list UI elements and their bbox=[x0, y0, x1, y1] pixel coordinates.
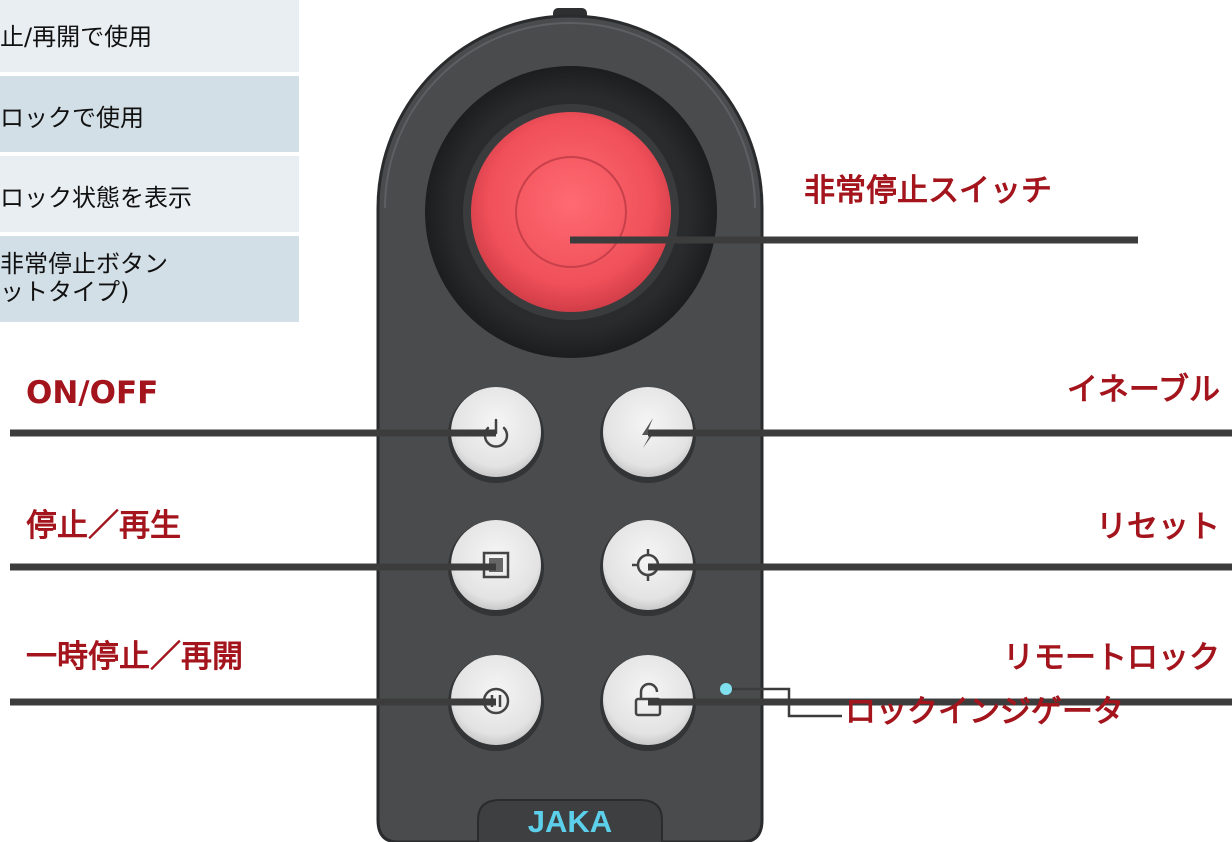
table-cell: ロック状態を表示 bbox=[0, 184, 192, 212]
brand-plate bbox=[477, 799, 663, 842]
estop-button[interactable] bbox=[471, 112, 671, 312]
label-estop-switch: 非常停止スイッチ bbox=[804, 173, 1052, 209]
label-reset: リセット bbox=[1096, 509, 1220, 545]
table-row: ロックで使用 bbox=[0, 76, 299, 154]
leader-lines bbox=[10, 236, 1232, 706]
brand-logo: JAKA bbox=[528, 804, 612, 839]
table-row: 非常停止ボタン ットタイプ) bbox=[0, 236, 299, 324]
table-cell: 止/再開で使用 bbox=[0, 23, 153, 51]
label-on-off: ON/OFF bbox=[26, 375, 159, 411]
leader-line-lock-indicator bbox=[732, 687, 842, 718]
estop-inner-ring bbox=[515, 156, 627, 268]
table-row: ロック状態を表示 bbox=[0, 156, 299, 234]
table-cell-line2: ットタイプ) bbox=[0, 278, 130, 306]
label-remote-lock: リモートロック bbox=[1003, 640, 1220, 676]
table-row: 止/再開で使用 bbox=[0, 0, 299, 74]
table-cell: ロックで使用 bbox=[0, 104, 144, 132]
label-enable: イネーブル bbox=[1066, 372, 1220, 408]
label-stop-play: 停止／再生 bbox=[26, 508, 181, 544]
label-pause-resume: 一時停止／再開 bbox=[26, 639, 243, 675]
lock-indicator-led bbox=[720, 683, 732, 695]
label-lock-indicator: ロックインジゲータ bbox=[845, 694, 1124, 730]
table-cell-line1: 非常停止ボタン bbox=[0, 250, 168, 278]
